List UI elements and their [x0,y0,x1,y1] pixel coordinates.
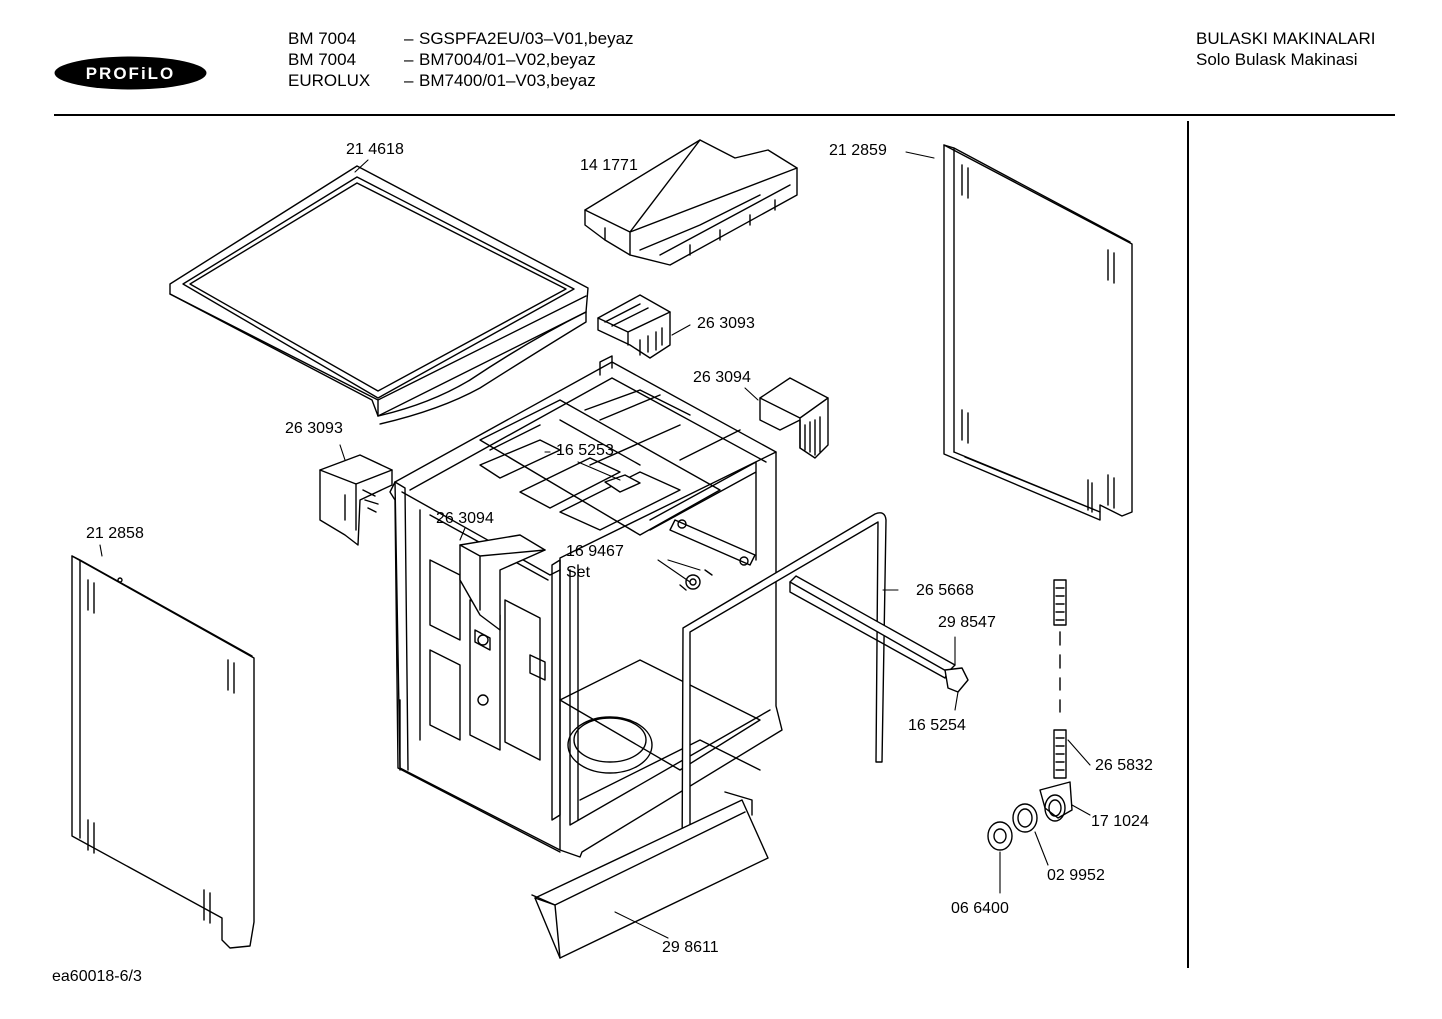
part-label-base-strip: 29 8611 [662,939,719,956]
model-name: BM 7004 [288,29,357,48]
part-label-side-panel-right: 21 2859 [829,142,887,159]
model-name: BM 7004 [288,50,357,69]
seal-ring[interactable] [1012,803,1038,833]
part-label-set: Set [566,564,591,581]
part-label-ring: 02 9952 [1047,867,1105,884]
model-line-3: EUROLUX – BM7400/01–V03,beyaz [0,70,800,92]
category-title: BULASKI MAKINALARI [1196,29,1376,48]
part-label-top-cover: 21 4618 [346,141,404,158]
model-line-1: BM 7004 – SGSPFA2EU/03–V01,beyaz [0,28,800,50]
drawing-id: ea60018-6/3 [52,968,142,985]
brand-logo: PROFiLO [54,56,207,90]
side-rule [1187,121,1189,968]
part-label-cover-box: 14 1771 [580,157,638,174]
model-dash: – [404,50,414,69]
bracket-mid-right[interactable] [759,377,829,459]
bracket-upper-right[interactable] [597,294,671,359]
leader-lines [99,151,1091,939]
hose-nut[interactable] [987,821,1013,851]
cover-box[interactable] [584,139,798,266]
model-code: BM7004/01–V02,beyaz [419,50,596,69]
door-seal[interactable] [681,512,887,879]
brand-logo-text: PROFiLO [86,64,176,83]
part-label-hose: 26 5832 [1095,757,1153,774]
model-dash: – [404,71,414,90]
part-label-bracket-upper-right: 26 3093 [697,315,755,332]
model-code: SGSPFA2EU/03–V01,beyaz [419,29,634,48]
model-name: EUROLUX [288,71,371,90]
base-strip[interactable] [531,791,769,959]
part-label-fixing-clip: 16 5253 [556,442,614,459]
inlet-hose[interactable] [1053,579,1067,779]
part-label-seal: 26 5668 [916,582,974,599]
elbow-fitting[interactable] [1039,781,1073,822]
bracket-inner[interactable] [459,534,546,631]
part-label-set-part: 16 9467 [566,543,624,560]
bracket-left[interactable] [319,454,393,546]
side-panel-left[interactable] [71,555,255,949]
part-label-bracket-mid-right: 26 3094 [693,369,751,386]
category-subtitle: Solo Bulask Makinasi [1196,50,1358,69]
part-label-side-panel-left: 21 2858 [86,525,144,542]
part-label-bracket-left: 26 3093 [285,420,343,437]
model-dash: – [404,29,414,48]
part-label-rail-cap: 16 5254 [908,717,966,734]
model-line-2: BM 7004 – BM7004/01–V02,beyaz [0,49,800,71]
part-label-rail-end: 29 8547 [938,614,996,631]
part-label-bracket-inner: 26 3094 [436,510,494,527]
header-rule [54,114,1395,116]
top-cover[interactable] [169,165,589,425]
part-label-elbow: 17 1024 [1091,813,1149,830]
part-label-nut: 06 6400 [951,900,1009,917]
side-panel-right[interactable] [943,144,1133,521]
model-code: BM7400/01–V03,beyaz [419,71,596,90]
